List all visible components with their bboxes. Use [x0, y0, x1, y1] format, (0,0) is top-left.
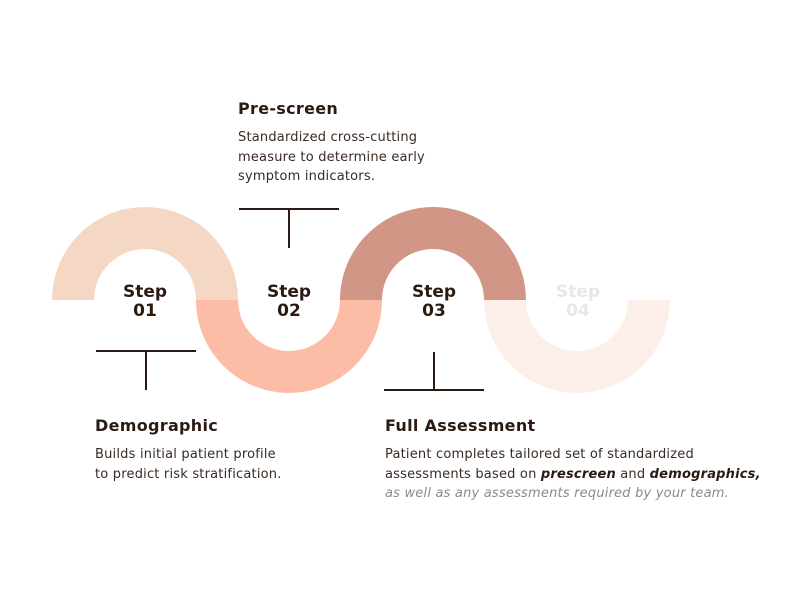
step-04-number: 04 [566, 301, 590, 321]
step-04-word: Step [555, 282, 601, 302]
step-02-word: Step [266, 282, 312, 302]
demographic-line: to predict risk stratification. [95, 466, 282, 482]
prescreen-description: Standardized cross-cutting measure to de… [238, 128, 425, 187]
step-03-label: Step 03 [389, 283, 479, 321]
prescreen-line: measure to determine early [238, 149, 425, 165]
demographic-description: Builds initial patient profile to predic… [95, 445, 282, 484]
step-01-number: 01 [133, 301, 157, 321]
full-assessment-line-2: assessments based on prescreen and demog… [385, 465, 761, 485]
full-assessment-title: Full Assessment [385, 416, 536, 435]
full-assessment-line-2-start: assessments based on [385, 466, 541, 482]
step-02-number: 02 [277, 301, 301, 321]
step-03-word: Step [411, 282, 457, 302]
step-04-label: Step 04 [533, 283, 623, 321]
prescreen-emphasis: prescreen [540, 466, 616, 482]
step-01-label: Step 01 [100, 283, 190, 321]
prescreen-line: symptom indicators. [238, 169, 376, 184]
demographics-emphasis: demographics, [649, 466, 761, 482]
prescreen-connector [239, 208, 339, 248]
full-assessment-line-1: Patient completes tailored set of standa… [385, 447, 694, 462]
full-assessment-connector [384, 352, 484, 391]
step-01-arc [52, 207, 238, 300]
demographic-title: Demographic [95, 416, 219, 435]
step-04-arc [484, 300, 670, 393]
full-assessment-line-3: as well as any assessments required by y… [385, 486, 729, 501]
prescreen-title: Pre-screen [238, 99, 339, 118]
step-02-label: Step 02 [244, 283, 334, 321]
full-assessment-line-2-middle: and [615, 466, 650, 482]
demographic-connector [96, 350, 196, 390]
step-02-arc [196, 300, 382, 393]
demographic-line: Builds initial patient profile [95, 447, 276, 462]
prescreen-line: Standardized cross-cutting [238, 130, 418, 145]
step-03-arc [340, 207, 526, 300]
full-assessment-description: Patient completes tailored set of standa… [385, 445, 761, 504]
step-01-word: Step [122, 282, 168, 302]
step-03-number: 03 [422, 301, 446, 321]
